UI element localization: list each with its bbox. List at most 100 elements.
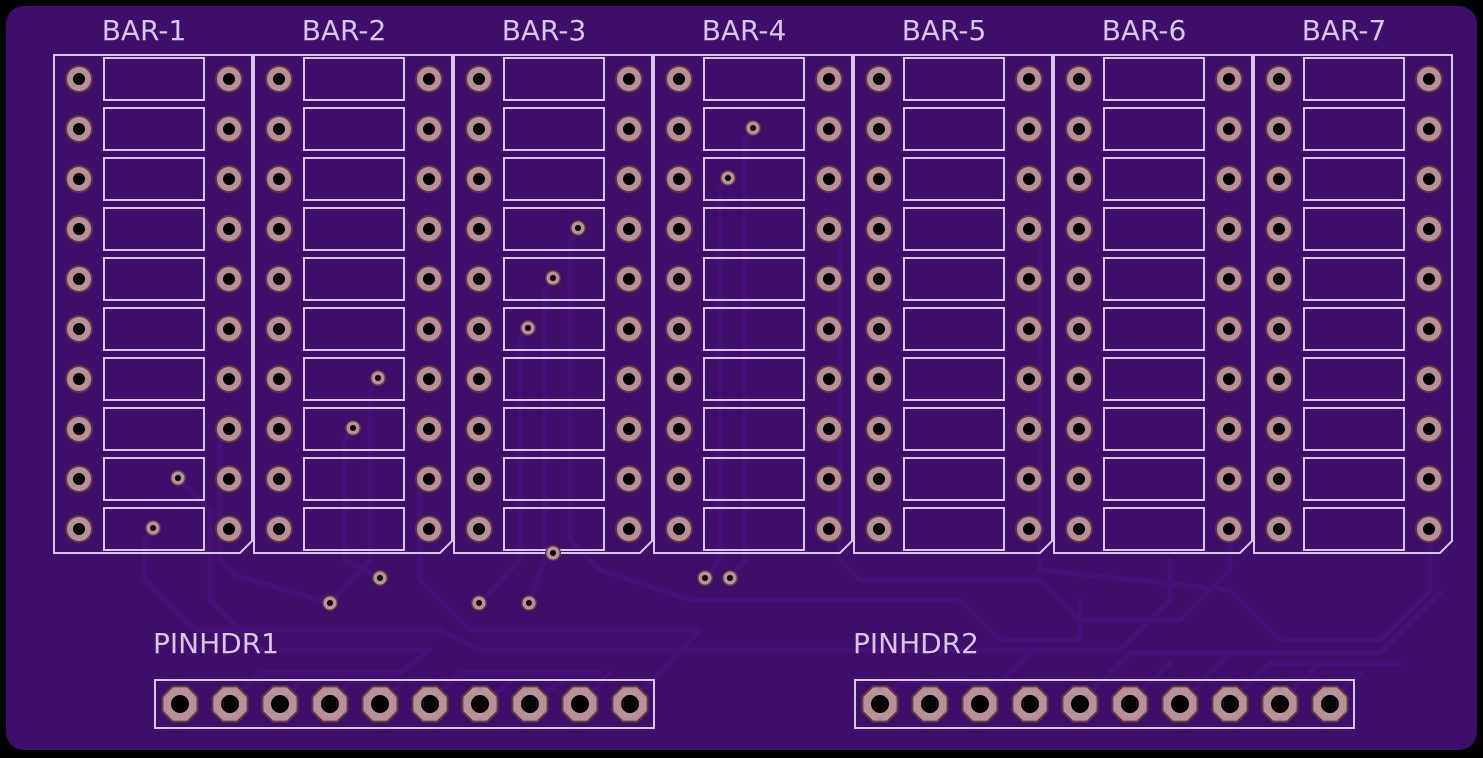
header-pin-pad (1061, 685, 1099, 723)
through-hole-pad (1065, 165, 1093, 193)
pin-header-label: PINHDR2 (853, 627, 979, 660)
through-hole-pad (1065, 65, 1093, 93)
via (322, 595, 338, 611)
via (745, 120, 761, 136)
segment-outline (103, 257, 205, 301)
segment-outline (703, 507, 805, 551)
segment-outline (503, 157, 605, 201)
through-hole-pad (1415, 315, 1443, 343)
bar-label: BAR-4 (702, 14, 787, 47)
through-hole-pad (1415, 415, 1443, 443)
through-hole-pad (665, 465, 693, 493)
bar-label: BAR-2 (302, 14, 387, 47)
segment-outline (1103, 257, 1205, 301)
via (697, 570, 713, 586)
via (145, 520, 161, 536)
segment-outline (503, 207, 605, 251)
segment-outline (903, 257, 1005, 301)
pin-header-outline (154, 679, 655, 729)
header-pin-pad (1161, 685, 1199, 723)
through-hole-pad (865, 115, 893, 143)
via (722, 570, 738, 586)
through-hole-pad (1415, 365, 1443, 393)
through-hole-pad (1265, 415, 1293, 443)
segment-outline (303, 357, 405, 401)
through-hole-pad (65, 265, 93, 293)
segment-outline (303, 457, 405, 501)
through-hole-pad (815, 415, 843, 443)
segment-outline (703, 157, 805, 201)
through-hole-pad (1015, 215, 1043, 243)
through-hole-pad (65, 365, 93, 393)
header-pin-pad (561, 685, 599, 723)
header-pin-pad (911, 685, 949, 723)
through-hole-pad (1415, 165, 1443, 193)
copper-trace (227, 647, 433, 706)
through-hole-pad (415, 115, 443, 143)
header-pin-pad (1311, 685, 1349, 723)
bar-outline (653, 54, 853, 554)
through-hole-pad (665, 165, 693, 193)
segment-outline (503, 257, 605, 301)
segment-outline (1103, 157, 1205, 201)
segment-outline (103, 157, 205, 201)
board-substrate (6, 6, 1477, 750)
segment-outline (103, 307, 205, 351)
through-hole-pad (815, 215, 843, 243)
segment-outline (903, 357, 1005, 401)
via (545, 270, 561, 286)
through-hole-pad (1065, 115, 1093, 143)
segment-outline (1103, 57, 1205, 101)
segment-outline (503, 107, 605, 151)
bar-outline (1253, 54, 1453, 554)
through-hole-pad (665, 265, 693, 293)
segment-outline (503, 407, 605, 451)
through-hole-pad (215, 415, 243, 443)
bar-outline (453, 54, 653, 554)
segment-outline (903, 157, 1005, 201)
through-hole-pad (1215, 165, 1243, 193)
header-pin-pad (611, 685, 649, 723)
through-hole-pad (265, 265, 293, 293)
through-hole-pad (215, 215, 243, 243)
through-hole-pad (865, 315, 893, 343)
segment-outline (703, 457, 805, 501)
through-hole-pad (265, 165, 293, 193)
segment-outline (303, 407, 405, 451)
header-pin-pad (261, 685, 299, 723)
through-hole-pad (465, 165, 493, 193)
through-hole-pad (215, 465, 243, 493)
through-hole-pad (615, 515, 643, 543)
through-hole-pad (1265, 115, 1293, 143)
through-hole-pad (1015, 65, 1043, 93)
through-hole-pad (615, 365, 643, 393)
via (471, 595, 487, 611)
through-hole-pad (1015, 465, 1043, 493)
through-hole-pad (415, 315, 443, 343)
through-hole-pad (65, 315, 93, 343)
copper-trace (567, 225, 1083, 643)
through-hole-pad (1215, 315, 1243, 343)
through-hole-pad (615, 465, 643, 493)
header-pin-pad (361, 685, 399, 723)
through-hole-pad (815, 315, 843, 343)
through-hole-pad (1215, 465, 1243, 493)
segment-outline (1303, 207, 1405, 251)
through-hole-pad (215, 515, 243, 543)
through-hole-pad (215, 365, 243, 393)
bar-label: BAR-5 (902, 14, 987, 47)
through-hole-pad (1015, 365, 1043, 393)
through-hole-pad (1215, 115, 1243, 143)
bar-outline (1053, 54, 1253, 554)
through-hole-pad (465, 415, 493, 443)
via (720, 170, 736, 186)
through-hole-pad (465, 115, 493, 143)
through-hole-pad (65, 215, 93, 243)
through-hole-pad (265, 215, 293, 243)
through-hole-pad (1265, 365, 1293, 393)
segment-outline (1103, 457, 1205, 501)
through-hole-pad (1015, 515, 1043, 543)
through-hole-pad (665, 215, 693, 243)
through-hole-pad (615, 315, 643, 343)
through-hole-pad (665, 115, 693, 143)
